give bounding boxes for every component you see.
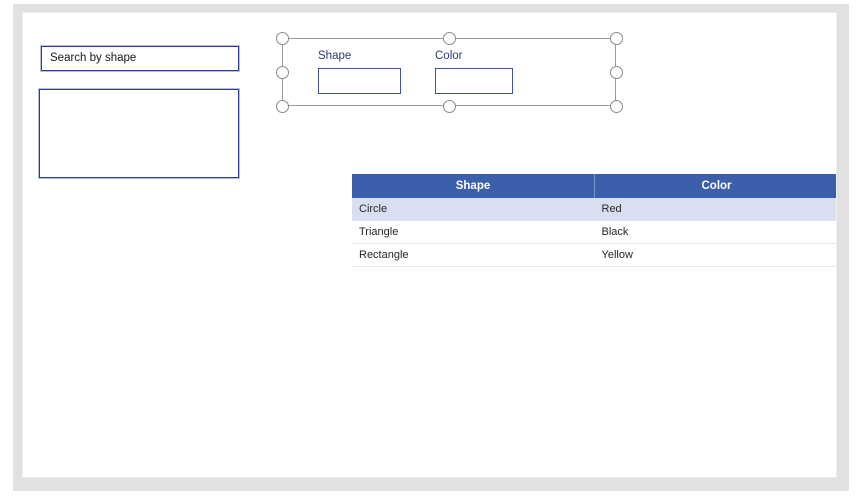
search-input[interactable]: Search by shape [40, 45, 240, 72]
table-row[interactable]: Circle Red [352, 198, 836, 221]
cell-shape: Circle [352, 198, 595, 221]
resize-handle-middle-left-icon[interactable] [276, 66, 289, 79]
resize-handle-bottom-left-icon[interactable] [276, 100, 289, 113]
cell-shape: Rectangle [352, 243, 595, 267]
resize-handle-top-center-icon[interactable] [443, 32, 456, 45]
resize-handle-bottom-center-icon[interactable] [443, 100, 456, 113]
results-table[interactable]: Shape Color Circle Red Triangle Black Re… [352, 174, 836, 267]
table-body: Circle Red Triangle Black Rectangle Yell… [352, 198, 836, 267]
table-row[interactable]: Rectangle Yellow [352, 243, 836, 267]
shape-field-label: Shape [318, 50, 352, 62]
resize-handle-top-right-icon[interactable] [610, 32, 623, 45]
color-field-label: Color [435, 50, 463, 62]
form-group-selection[interactable]: Shape Color [276, 32, 624, 132]
table-header: Shape Color [352, 174, 836, 198]
table-header-row: Shape Color [352, 174, 836, 198]
cell-color: Red [594, 198, 836, 221]
resize-handle-middle-right-icon[interactable] [610, 66, 623, 79]
column-header-color[interactable]: Color [594, 174, 836, 198]
column-header-shape[interactable]: Shape [352, 174, 595, 198]
shape-field-input[interactable] [318, 68, 401, 94]
results-list-box[interactable] [38, 88, 240, 179]
design-canvas[interactable]: Search by shape Shape Color Shape Colo [22, 12, 837, 478]
cell-color: Yellow [594, 243, 836, 267]
resize-handle-top-left-icon[interactable] [276, 32, 289, 45]
cell-shape: Triangle [352, 220, 595, 244]
table-row[interactable]: Triangle Black [352, 220, 836, 244]
resize-handle-bottom-right-icon[interactable] [610, 100, 623, 113]
cell-color: Black [594, 220, 836, 244]
color-field-input[interactable] [435, 68, 513, 94]
